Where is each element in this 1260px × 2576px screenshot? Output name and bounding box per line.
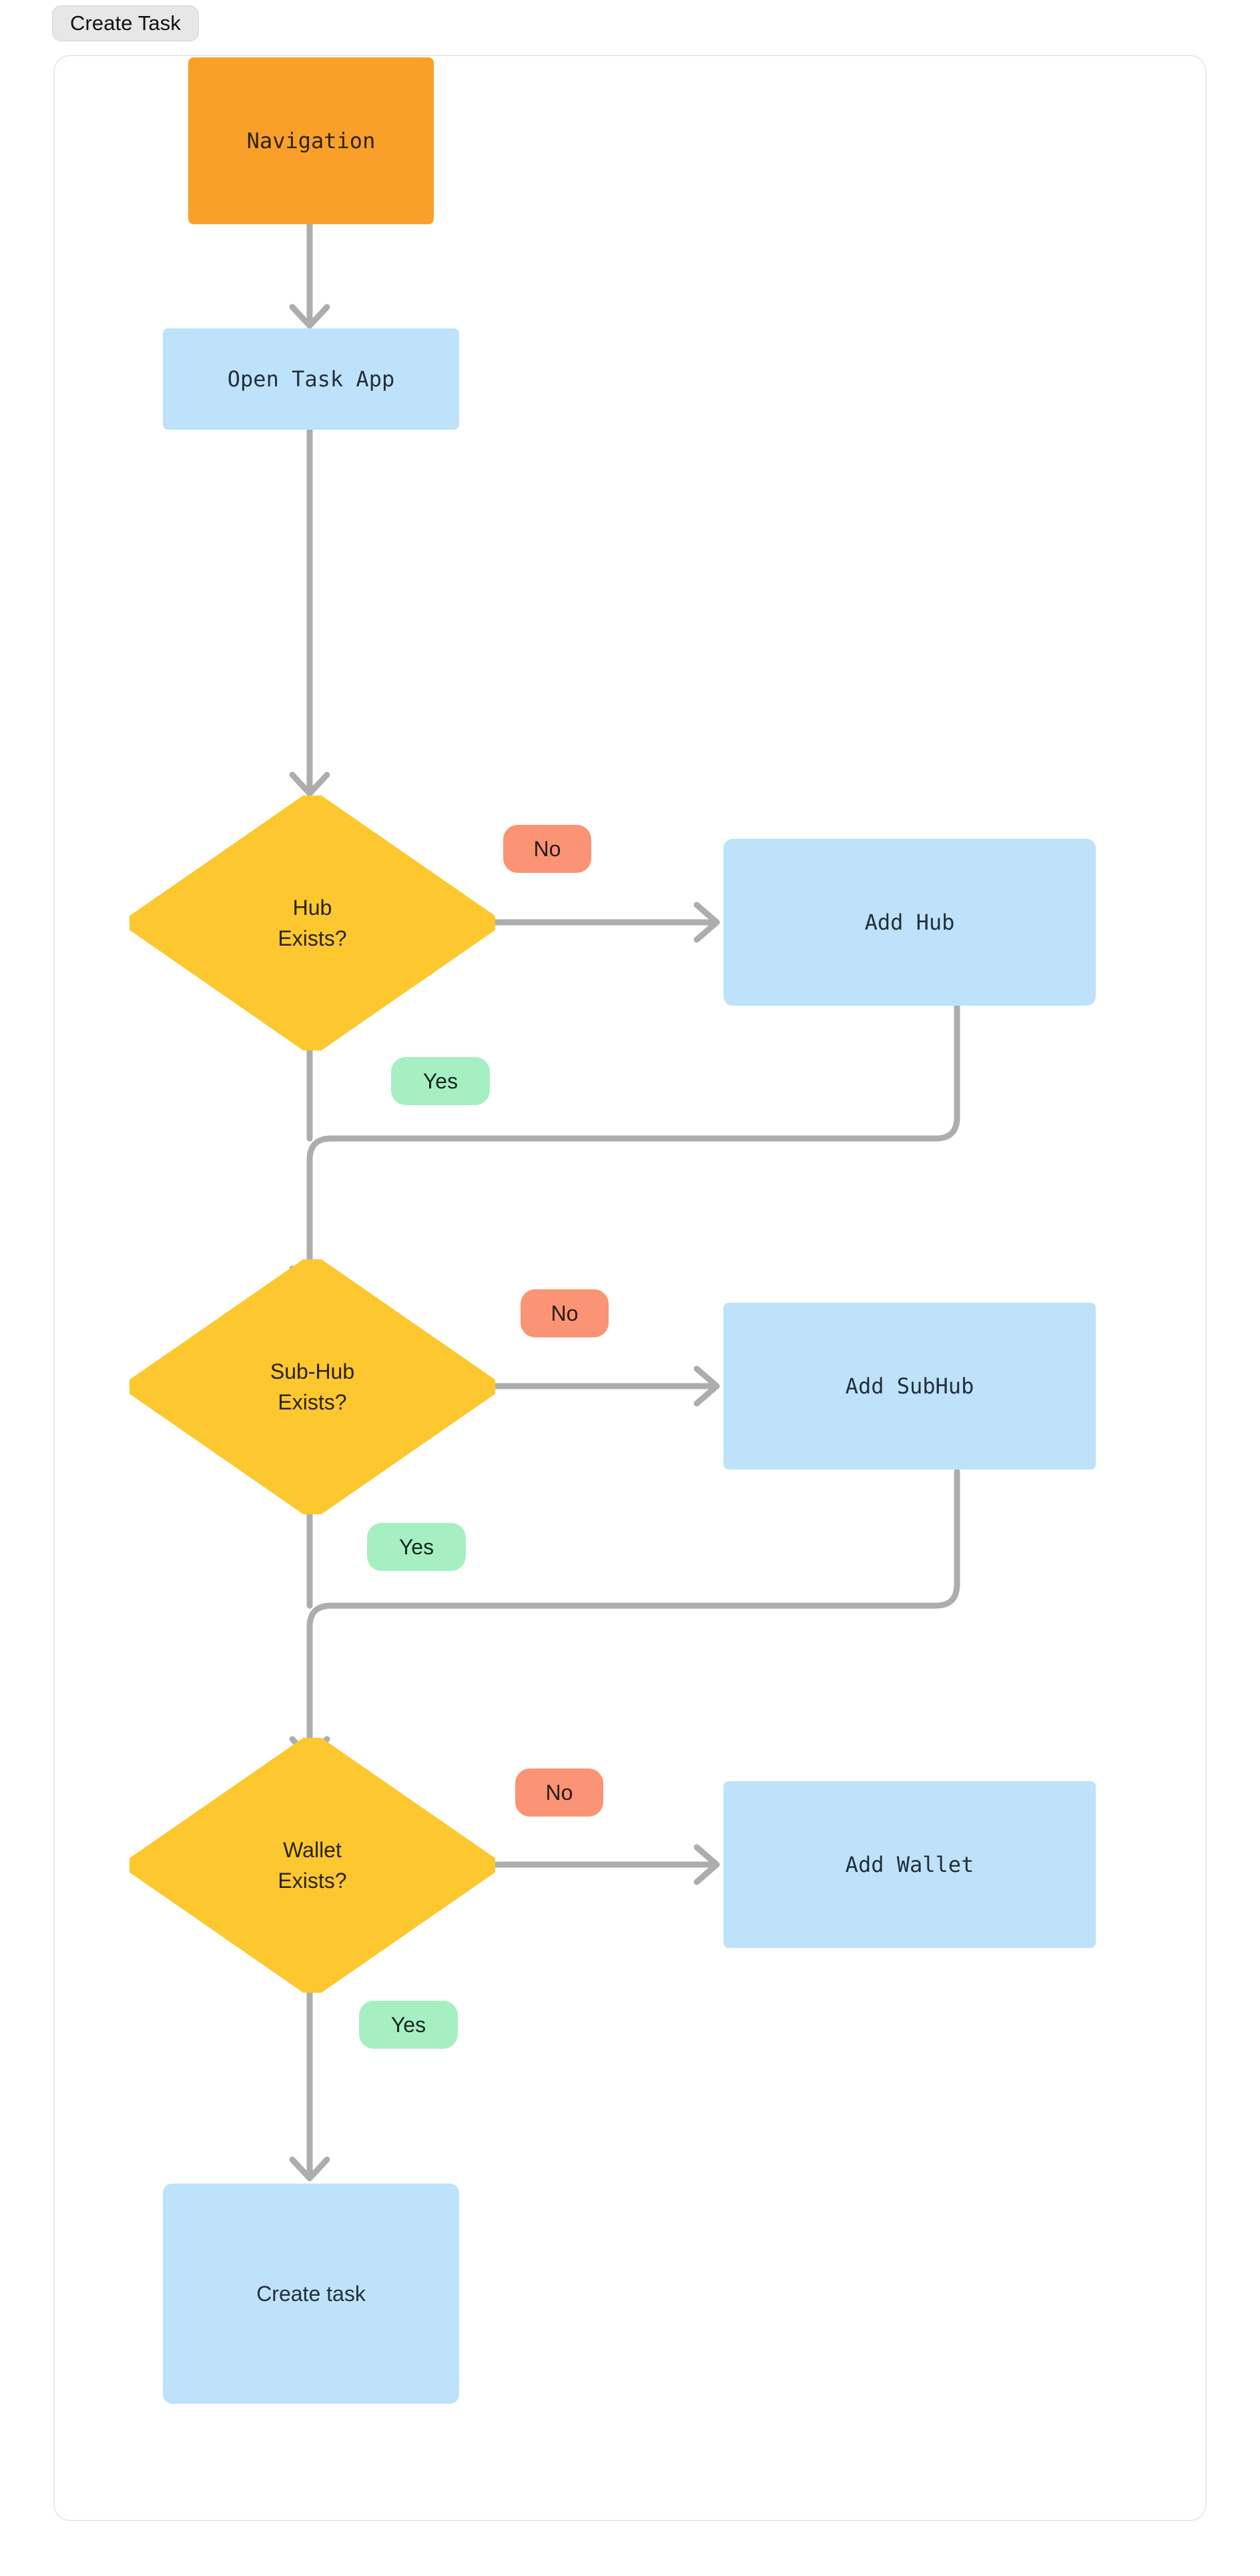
diamond-shape-wallet <box>129 1738 495 1993</box>
diamond-shape-subhub <box>129 1259 495 1514</box>
node-add-hub[interactable]: Add Hub <box>723 839 1096 1006</box>
node-navigation-label: Navigation <box>246 127 376 153</box>
edge-label-no-3: No <box>515 1768 603 1817</box>
tab-create-task[interactable]: Create Task <box>52 5 199 41</box>
node-create-task-label: Create task <box>256 2281 366 2306</box>
edge-label-yes-3: Yes <box>359 2001 458 2049</box>
node-hub-exists[interactable]: Hub Exists? <box>129 795 495 1050</box>
node-open-task-app-label: Open Task App <box>227 366 395 392</box>
edge-label-no-3-text: No <box>545 1780 573 1805</box>
node-add-wallet[interactable]: Add Wallet <box>723 1781 1096 1948</box>
edge-label-yes-1-text: Yes <box>422 1068 458 1093</box>
edge-arrowhead-1 <box>289 304 330 329</box>
edge-arrowhead-7 <box>693 1844 720 1885</box>
edge-label-yes-2: Yes <box>367 1523 466 1571</box>
edge-label-yes-2-text: Yes <box>398 1534 434 1559</box>
tab-bar: Create Task <box>0 0 1260 53</box>
node-wallet-exists[interactable]: Wallet Exists? <box>129 1738 495 1993</box>
tab-create-task-label: Create Task <box>70 11 181 35</box>
node-open-task-app[interactable]: Open Task App <box>163 328 459 430</box>
node-subhub-exists[interactable]: Sub-Hub Exists? <box>129 1259 495 1514</box>
edge-label-yes-1: Yes <box>391 1057 490 1105</box>
edge-add-hub-to-subhub-exists <box>306 1002 960 1287</box>
edge-arrowhead-5 <box>693 1365 720 1407</box>
flowchart-canvas: Add Hub --> down (spine) --> Add SubHub … <box>53 55 1207 2521</box>
edge-add-subhub-to-wallet-exists <box>306 1468 960 1758</box>
edge-arrowhead-8 <box>289 2156 330 2182</box>
edge-arrowhead-3 <box>693 902 720 943</box>
node-add-wallet-label: Add Wallet <box>845 1851 974 1877</box>
edge-arrowhead-2 <box>289 771 330 797</box>
edge-label-no-2-text: No <box>551 1301 579 1325</box>
node-add-subhub-label: Add SubHub <box>845 1373 974 1399</box>
node-add-subhub[interactable]: Add SubHub <box>723 1303 1096 1470</box>
node-navigation[interactable]: Navigation <box>188 57 434 224</box>
edge-label-no-2: No <box>521 1289 609 1337</box>
edge-label-no-1-text: No <box>533 836 561 861</box>
edge-label-no-1: No <box>503 825 591 873</box>
node-create-task[interactable]: Create task <box>163 2184 459 2404</box>
diamond-shape-hub <box>129 795 495 1050</box>
node-add-hub-label: Add Hub <box>864 909 955 935</box>
edge-label-yes-3-text: Yes <box>390 2012 426 2037</box>
